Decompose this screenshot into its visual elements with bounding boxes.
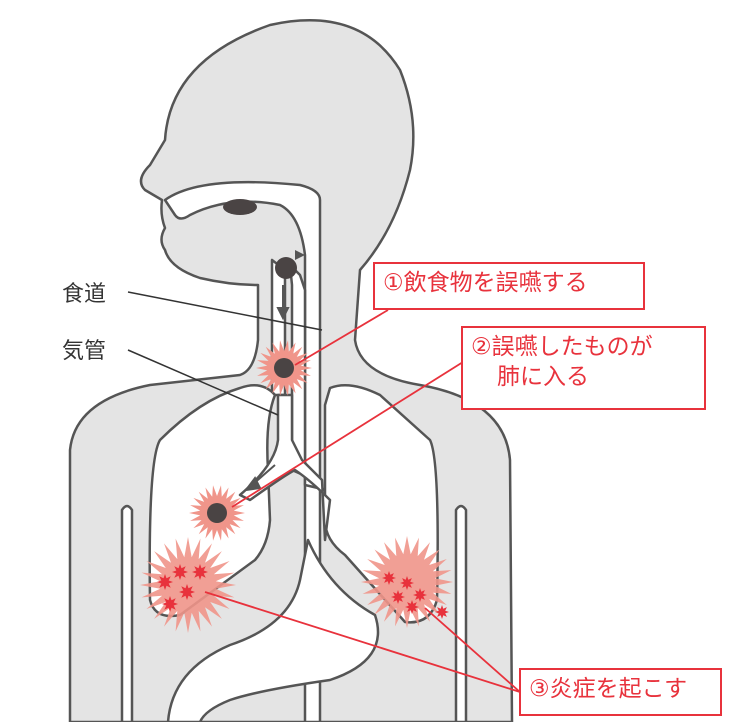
step3-pointer-right [424,607,521,693]
trachea [238,393,332,542]
bacteria-mark [405,600,419,614]
food-particle [207,503,227,523]
step2-line2: 肺に入る [497,364,589,390]
bacteria-mark [435,605,449,619]
bacteria-mark [382,571,396,585]
bacteria-mark [162,596,178,612]
step1-callout: ①飲食物を誤嚥する [373,262,645,310]
arrow-bronchus-icon [243,464,276,492]
step2-pointer [231,361,464,508]
bacteria-mark [391,590,405,604]
stomach [166,538,380,722]
bacteria-mark [400,576,414,590]
bacteria-mark [413,588,427,602]
bacteria-mark [172,564,188,580]
step2-callout: ②誤嚥したものが 肺に入る [461,326,706,410]
food-bolus-mouth [223,199,257,215]
food-bolus-throat [275,257,297,279]
step1-text: ①飲食物を誤嚥する [383,270,588,296]
bacteria-mark [192,564,208,580]
right-rib [454,504,468,722]
food-particle [274,358,294,378]
step2-line1: ②誤嚥したものが [471,334,653,360]
inflammation-burst-left-lung [140,537,236,633]
bacteria-mark [179,584,195,600]
bacteria-mark [157,574,173,590]
left-rib [120,504,134,722]
step3-callout: ③炎症を起こす [519,668,722,716]
esophagus-label: 食道 [62,282,107,307]
trachea-pointer [127,349,279,416]
esophagus-pointer [127,291,323,331]
arrow-down-icon [276,285,290,321]
oral-cavity [163,180,322,722]
trachea-label: 気管 [62,339,107,364]
arrow-right-icon [295,250,305,260]
step1-pointer [294,309,389,366]
step3-text: ③炎症を起こす [529,676,688,702]
step3-pointer-left [204,591,521,693]
